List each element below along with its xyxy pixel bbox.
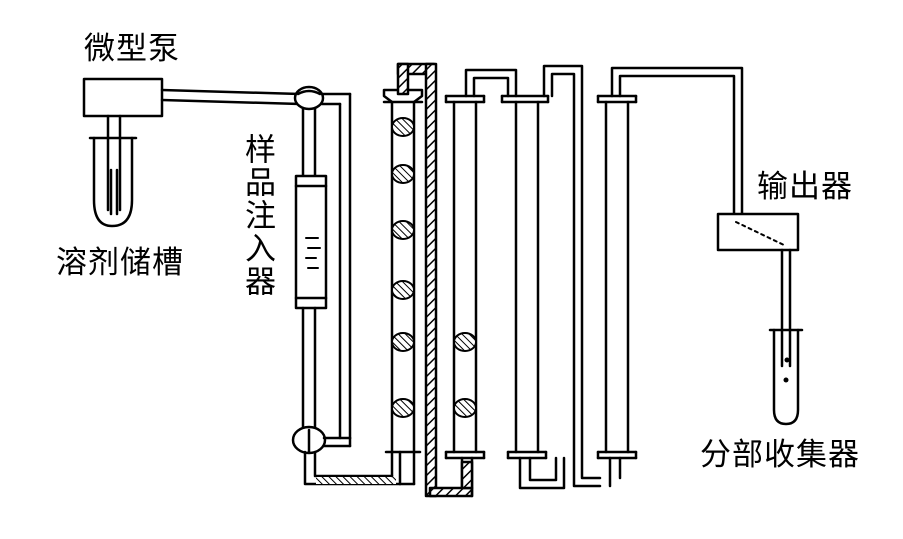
- column-2: [444, 68, 518, 498]
- sample-injector: [291, 85, 402, 486]
- collected-fraction-dots: [783, 357, 790, 383]
- column-4: [596, 66, 744, 488]
- pump-label: 微型泵: [84, 31, 180, 67]
- hatched-connector: [396, 62, 474, 498]
- detector-label: 输出器: [757, 169, 853, 205]
- column-3: [500, 64, 602, 490]
- sample-injector-label: 样品注入器: [239, 133, 275, 298]
- detector: [716, 212, 800, 332]
- fraction-collector-tube: [768, 328, 804, 426]
- solvent-reservoir-label: 溶剂储槽: [56, 245, 184, 281]
- micro-pump: [82, 77, 302, 212]
- fraction-collector-label: 分部收集器: [700, 437, 860, 473]
- feed-tube-hatching: [316, 477, 396, 484]
- column-2-bands: [453, 332, 477, 418]
- solvent-reservoir: [88, 136, 138, 228]
- column-1-bands: [391, 117, 415, 418]
